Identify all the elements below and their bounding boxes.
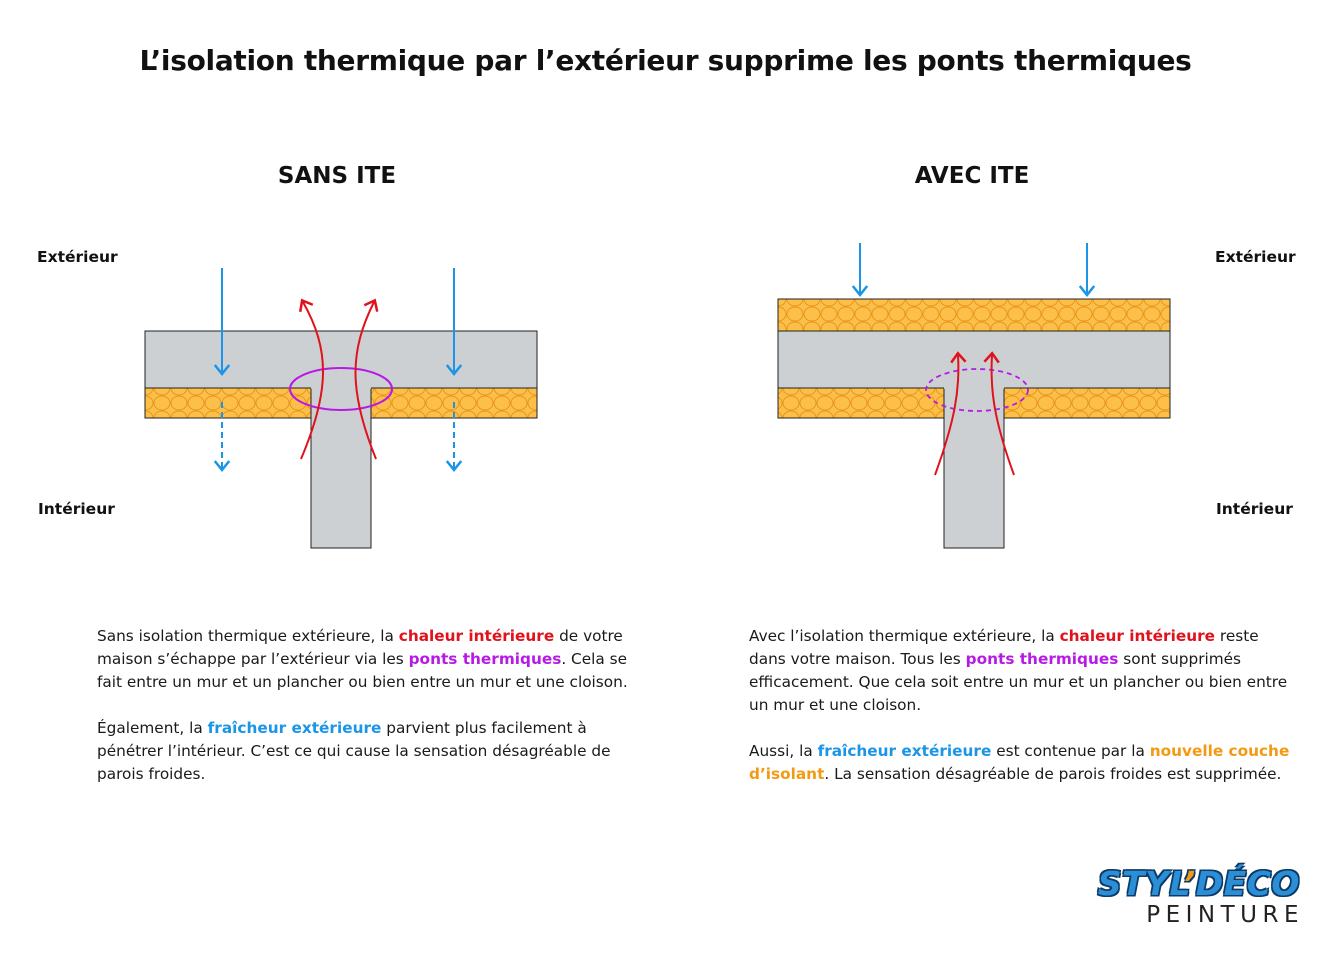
- text: Également, la: [97, 719, 208, 737]
- highlight-insulation: nouvelle couche d’isolant: [749, 742, 1290, 783]
- brand-logo: STYL’DÉCO PEINTURE: [1080, 866, 1300, 929]
- left-heat-arrow-1: [299, 298, 324, 460]
- highlight-cold: fraîcheur extérieure: [207, 719, 382, 737]
- left-wall: [310, 387, 372, 549]
- right-outer-insulation: [777, 298, 1171, 332]
- text: Avec l’isolation thermique extérieure, l…: [749, 627, 1060, 645]
- right-paragraph-1: Avec l’isolation thermique extérieure, l…: [749, 625, 1294, 717]
- logo-part: STYL: [1097, 864, 1183, 903]
- text: reste dans votre maison. Tous les: [749, 627, 1259, 668]
- left-description: Sans isolation thermique extérieure, la …: [97, 625, 642, 809]
- left-thermal-bridge: [289, 367, 393, 411]
- text: . Cela se fait entre un mur et un planch…: [97, 650, 628, 691]
- text: sont supprimés efficacement. Que cela so…: [749, 650, 1288, 714]
- highlight-bridges: ponts thermiques: [408, 650, 562, 668]
- left-exterior-label: Extérieur: [37, 248, 118, 266]
- left-slab: [144, 330, 538, 389]
- right-interior-label: Intérieur: [1216, 500, 1293, 518]
- right-thermal-bridge-removed: [925, 368, 1029, 412]
- text: . La sensation désagréable de parois fro…: [824, 765, 1282, 783]
- text: parvient plus facilement à pénétrer l’in…: [97, 719, 611, 783]
- right-insulation-right: [1003, 387, 1171, 419]
- right-description: Avec l’isolation thermique extérieure, l…: [749, 625, 1294, 809]
- highlight-cold: fraîcheur extérieure: [817, 742, 992, 760]
- logo-wordmark: STYL’DÉCO: [1080, 866, 1300, 902]
- text: est contenue par la: [991, 742, 1150, 760]
- right-heat-arrow-2: [983, 351, 1015, 476]
- heading-avec-ite: AVEC ITE: [914, 163, 1030, 189]
- left-paragraph-1: Sans isolation thermique extérieure, la …: [97, 625, 642, 694]
- left-heat-arrow-2: [354, 298, 379, 460]
- heading-sans-ite: SANS ITE: [277, 163, 397, 189]
- right-insulation-left: [777, 387, 945, 419]
- left-interior-label: Intérieur: [38, 500, 115, 518]
- left-paragraph-2: Également, la fraîcheur extérieure parvi…: [97, 717, 642, 786]
- logo-part: DÉCO: [1195, 864, 1300, 903]
- highlight-bridges: ponts thermiques: [965, 650, 1119, 668]
- right-paragraph-2: Aussi, la fraîcheur extérieure est conte…: [749, 740, 1294, 786]
- right-exterior-label: Extérieur: [1215, 248, 1296, 266]
- right-heat-arrow-1: [934, 351, 967, 476]
- logo-apostrophe: ’: [1182, 864, 1196, 903]
- right-slab: [777, 330, 1171, 389]
- logo-subtitle: PEINTURE: [1146, 902, 1304, 928]
- highlight-heat: chaleur intérieure: [1059, 627, 1216, 645]
- page-title: L’isolation thermique par l’extérieur su…: [139, 44, 1192, 77]
- text: de votre maison s’échappe par l’extérieu…: [97, 627, 623, 668]
- diagram-sans-ite: [144, 268, 538, 549]
- text: Aussi, la: [749, 742, 818, 760]
- left-insulation-left: [144, 387, 312, 419]
- text: Sans isolation thermique extérieure, la: [97, 627, 399, 645]
- highlight-heat: chaleur intérieure: [398, 627, 555, 645]
- diagram-avec-ite: [777, 243, 1171, 549]
